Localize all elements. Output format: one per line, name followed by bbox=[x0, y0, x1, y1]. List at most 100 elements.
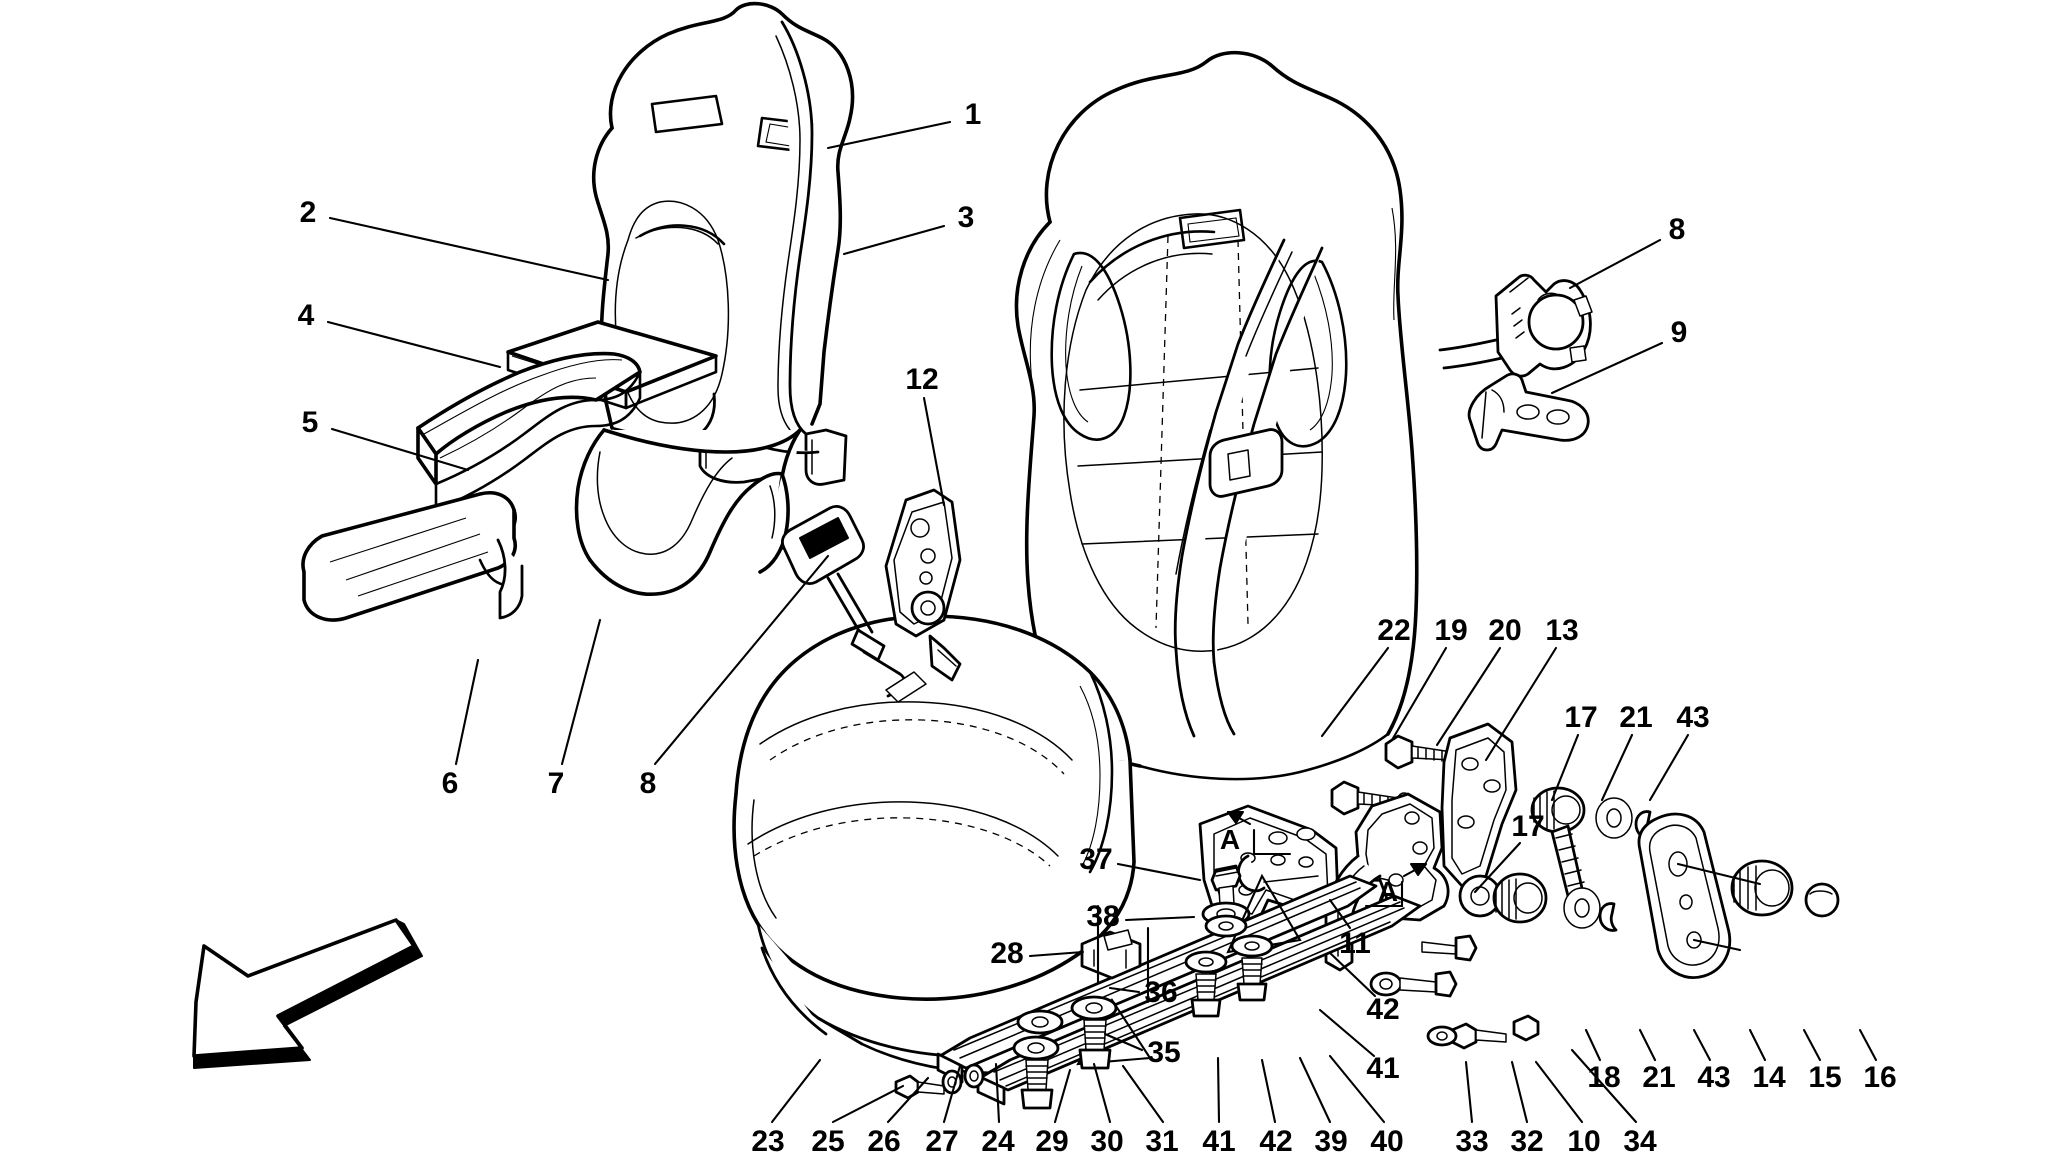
leader-line-40 bbox=[1328, 1054, 1386, 1124]
leader-line-35 bbox=[1103, 1032, 1144, 1052]
section-mark-a-1: A bbox=[1377, 876, 1399, 907]
bolt-41-right bbox=[1421, 934, 1478, 962]
leader-line-36 bbox=[1108, 986, 1141, 994]
leader-line-21b bbox=[1638, 1028, 1657, 1062]
leader-line-17b bbox=[1473, 841, 1522, 894]
callout-number-3: 3 bbox=[957, 201, 975, 234]
callout-number-41: 41 bbox=[1366, 1052, 1400, 1085]
leader-line-43 bbox=[1648, 733, 1690, 802]
callout-number-32: 32 bbox=[1510, 1125, 1544, 1158]
callout-number-8r: 8 bbox=[1668, 213, 1686, 246]
seat-back-trim-band bbox=[574, 428, 802, 596]
callout-number-30: 30 bbox=[1090, 1125, 1124, 1158]
callout-number-39: 39 bbox=[1314, 1125, 1348, 1158]
leader-line-30 bbox=[1092, 1062, 1112, 1124]
leader-line-38 bbox=[1124, 915, 1196, 922]
callout-number-2: 2 bbox=[299, 196, 317, 229]
leader-line-19 bbox=[1390, 646, 1448, 742]
leader-line-26 bbox=[886, 1076, 930, 1124]
bolt-37 bbox=[1210, 864, 1242, 907]
leader-line-25 bbox=[831, 1084, 905, 1124]
callout-leader-lines bbox=[326, 120, 1878, 1124]
callout-number-20: 20 bbox=[1488, 614, 1522, 647]
leader-line-32 bbox=[1510, 1060, 1529, 1124]
callout-number-25: 25 bbox=[811, 1125, 845, 1158]
leader-line-9 bbox=[1550, 341, 1664, 395]
leader-line-8 bbox=[653, 554, 830, 766]
callout-number-40: 40 bbox=[1370, 1125, 1404, 1158]
callout-number-35: 35 bbox=[1147, 1036, 1181, 1069]
seat-belt-retractor bbox=[1438, 273, 1593, 378]
leader-line-27 bbox=[942, 1064, 962, 1124]
leader-line-12 bbox=[922, 396, 946, 507]
leader-line-34 bbox=[1570, 1048, 1638, 1124]
washer-36 bbox=[1070, 995, 1118, 1021]
leader-line-11 bbox=[1328, 898, 1352, 930]
callout-number-42b: 42 bbox=[1259, 1125, 1293, 1158]
leader-line-43b bbox=[1692, 1028, 1712, 1062]
gear-stack-lower bbox=[1492, 872, 1618, 932]
callout-number-37: 37 bbox=[1079, 843, 1113, 876]
leader-line-33 bbox=[1464, 1060, 1474, 1124]
front-direction-arrow bbox=[192, 918, 423, 1069]
gear-stack-upper bbox=[1530, 786, 1654, 840]
callout-number-41b: 41 bbox=[1202, 1125, 1236, 1158]
callout-number-18: 18 bbox=[1587, 1061, 1621, 1094]
leader-line-2 bbox=[328, 216, 610, 282]
seat-cushion-pad bbox=[416, 351, 642, 512]
leader-line-21 bbox=[1600, 733, 1634, 802]
callout-number-43: 43 bbox=[1676, 701, 1710, 734]
callout-number-29: 29 bbox=[1035, 1125, 1069, 1158]
leader-line-22 bbox=[1320, 646, 1390, 738]
callout-number-23: 23 bbox=[751, 1125, 785, 1158]
leader-line-14 bbox=[1748, 1028, 1767, 1062]
callout-number-36: 36 bbox=[1144, 976, 1178, 1009]
callout-number-22: 22 bbox=[1377, 614, 1411, 647]
callout-number-21: 21 bbox=[1619, 701, 1653, 734]
leader-line-31 bbox=[1121, 1064, 1165, 1124]
leader-line-18 bbox=[1584, 1028, 1602, 1062]
callout-number-1: 1 bbox=[964, 98, 982, 131]
callout-number-17: 17 bbox=[1564, 701, 1598, 734]
belt-anchor-bracket bbox=[1467, 372, 1590, 452]
callout-number-8: 8 bbox=[639, 767, 657, 800]
recline-hinge-bracket bbox=[781, 488, 962, 703]
leader-line-10 bbox=[1534, 1060, 1584, 1124]
leader-line-41 bbox=[1318, 1008, 1376, 1058]
leader-line-39 bbox=[1298, 1056, 1332, 1124]
section-a-arrows bbox=[1226, 810, 1428, 908]
callout-number-5: 5 bbox=[301, 406, 319, 439]
callout-number-43b: 43 bbox=[1697, 1061, 1731, 1094]
callout-number-17b: 17 bbox=[1511, 810, 1545, 843]
leader-line-42 bbox=[1328, 951, 1377, 998]
leader-line-37 bbox=[1116, 862, 1202, 882]
callout-number-33: 33 bbox=[1455, 1125, 1489, 1158]
leader-line-7 bbox=[560, 618, 602, 766]
screw-35 bbox=[1078, 1019, 1112, 1070]
callout-number-16: 16 bbox=[1863, 1061, 1897, 1094]
callout-number-21b: 21 bbox=[1642, 1061, 1676, 1094]
callout-number-28: 28 bbox=[990, 937, 1024, 970]
seat-rail-assembly bbox=[894, 864, 1540, 1110]
section-mark-a-0: A bbox=[1219, 824, 1241, 855]
leader-line-8r bbox=[1568, 238, 1662, 290]
leader-line-17 bbox=[1550, 733, 1580, 802]
bolt-41-lower bbox=[1369, 970, 1458, 998]
leader-line-16 bbox=[1858, 1028, 1878, 1062]
callout-number-24: 24 bbox=[981, 1125, 1015, 1158]
callout-number-4: 4 bbox=[297, 299, 315, 332]
headrest-roll-pad bbox=[301, 491, 524, 622]
leader-line-1 bbox=[826, 120, 952, 150]
callout-number-27: 27 bbox=[925, 1125, 959, 1158]
leader-line-41b bbox=[1216, 1056, 1221, 1124]
leader-line-4 bbox=[326, 320, 502, 369]
recline-mechanism-group bbox=[1198, 722, 1840, 998]
callout-number-12: 12 bbox=[905, 363, 939, 396]
bolt-32 bbox=[1512, 1014, 1540, 1042]
leader-line-24 bbox=[994, 1062, 1001, 1124]
leader-line-29 bbox=[1053, 1068, 1072, 1124]
leader-line-20 bbox=[1435, 646, 1502, 747]
main-seat-assembly bbox=[732, 50, 1419, 1075]
